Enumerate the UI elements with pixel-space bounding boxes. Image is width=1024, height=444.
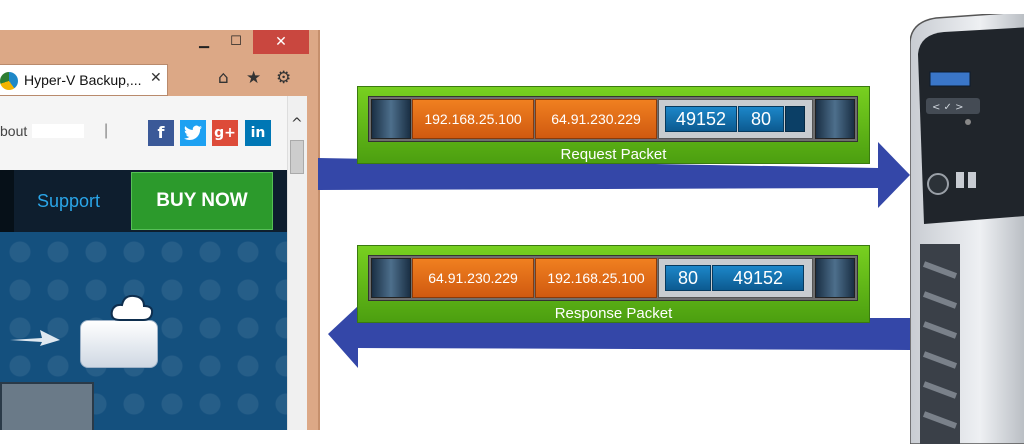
source-port: 49152 [665, 106, 737, 132]
hero-banner [0, 232, 287, 430]
dest-ip: 192.168.25.100 [535, 258, 657, 298]
svg-text:< ✓ >: < ✓ > [932, 102, 964, 113]
request-packet: 192.168.25.100 64.91.230.229 49152 80 Re… [357, 86, 870, 164]
port-padding [785, 106, 805, 132]
tab-close-button[interactable]: ✕ [150, 70, 162, 86]
facebook-icon[interactable]: f [148, 120, 174, 146]
arrow-graphic [10, 330, 60, 346]
nav-item[interactable] [0, 170, 14, 232]
request-arrow [318, 142, 910, 208]
request-packet-label: Request Packet [560, 146, 667, 163]
source-ip: 64.91.230.229 [412, 258, 534, 298]
favicon-icon [0, 72, 18, 90]
redacted-text [32, 124, 84, 138]
scrollbar-thumb[interactable] [290, 140, 304, 174]
star-icon[interactable]: ★ [246, 68, 262, 88]
linkedin-icon[interactable]: in [245, 120, 271, 146]
home-icon[interactable]: ⌂ [218, 68, 229, 88]
port-group: 80 49152 [658, 258, 813, 298]
gear-icon[interactable]: ⚙ [276, 68, 292, 88]
dest-port: 49152 [712, 265, 804, 291]
source-ip: 192.168.25.100 [412, 99, 534, 139]
minimize-button[interactable]: ▁ [199, 34, 209, 49]
site-navbar: Support BUY NOW [0, 170, 287, 232]
cloud-icon [110, 294, 154, 321]
port-group: 49152 80 [658, 99, 813, 139]
nav-support-link[interactable]: Support [37, 191, 101, 211]
browser-tab[interactable]: Hyper-V Backup,... ✕ [0, 64, 168, 96]
twitter-icon[interactable] [180, 120, 206, 146]
response-packet: 64.91.230.229 192.168.25.100 80 49152 Re… [357, 245, 870, 323]
maximize-button[interactable]: ☐ [230, 34, 242, 49]
about-link[interactable]: bout [0, 123, 28, 139]
scroll-up-icon[interactable]: ^ [291, 116, 303, 132]
flow-arrows [318, 142, 910, 368]
scrollbar[interactable] [287, 96, 307, 430]
dest-port: 80 [738, 106, 784, 132]
page-viewport: bout | f g+ in Support BUY NOW [0, 96, 287, 430]
server-tower-graphic: < ✓ > [910, 14, 1024, 444]
packet-frame: 192.168.25.100 64.91.230.229 49152 80 [368, 96, 858, 142]
source-port: 80 [665, 265, 711, 291]
packet-frame: 64.91.230.229 192.168.25.100 80 49152 [368, 255, 858, 301]
buy-now-button[interactable]: BUY NOW [131, 172, 273, 230]
packet-trailer-cap [815, 258, 855, 298]
packet-trailer-cap [815, 99, 855, 139]
packet-header-cap [371, 258, 411, 298]
tab-title: Hyper-V Backup,... [24, 72, 142, 88]
server-rack-graphic [0, 382, 94, 430]
separator: | [104, 122, 109, 139]
googleplus-icon[interactable]: g+ [212, 120, 238, 146]
close-window-button[interactable]: ✕ [253, 30, 309, 54]
dest-ip: 64.91.230.229 [535, 99, 657, 139]
packet-header-cap [371, 99, 411, 139]
backup-device-graphic [80, 320, 158, 368]
response-packet-label: Response Packet [554, 305, 673, 322]
